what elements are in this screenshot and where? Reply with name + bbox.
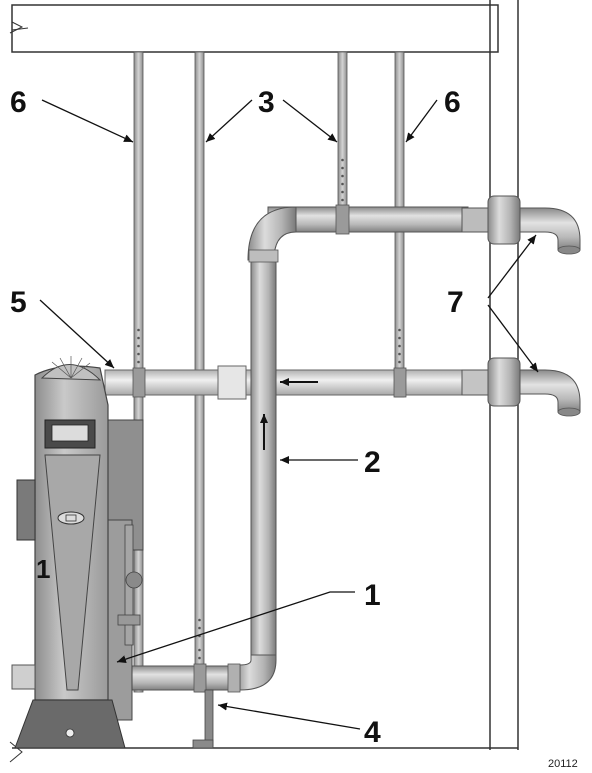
ceiling-joist bbox=[9, 4, 499, 53]
callout-hanger-right: 6 bbox=[444, 86, 461, 119]
upper-vent-pipe bbox=[247, 195, 581, 261]
floor-support bbox=[192, 689, 214, 749]
callout-supply-pipe: 2 bbox=[364, 446, 381, 479]
boiler bbox=[11, 356, 144, 749]
callout-horizontal-pipe: 5 bbox=[10, 286, 27, 319]
wall-termination-upper bbox=[487, 195, 521, 245]
brand-logo bbox=[57, 511, 85, 525]
callout-hanger-left: 6 bbox=[10, 86, 27, 119]
callout-floor-support: 4 bbox=[364, 716, 381, 749]
callout-hanger-center: 3 bbox=[258, 86, 275, 119]
figure-number: 20112 bbox=[548, 758, 578, 770]
vertical-vent-pipe bbox=[234, 249, 279, 691]
callout-terminations: 7 bbox=[447, 286, 464, 319]
leader-lines bbox=[39, 99, 539, 730]
callout-boiler-connection: 1 bbox=[364, 579, 381, 612]
bottom-connection-pipe bbox=[114, 663, 241, 693]
wall-termination-lower bbox=[487, 357, 521, 407]
flow-arrows bbox=[260, 378, 318, 450]
lower-horizontal-pipe bbox=[104, 357, 581, 417]
callout-boiler: 1 bbox=[36, 554, 50, 584]
